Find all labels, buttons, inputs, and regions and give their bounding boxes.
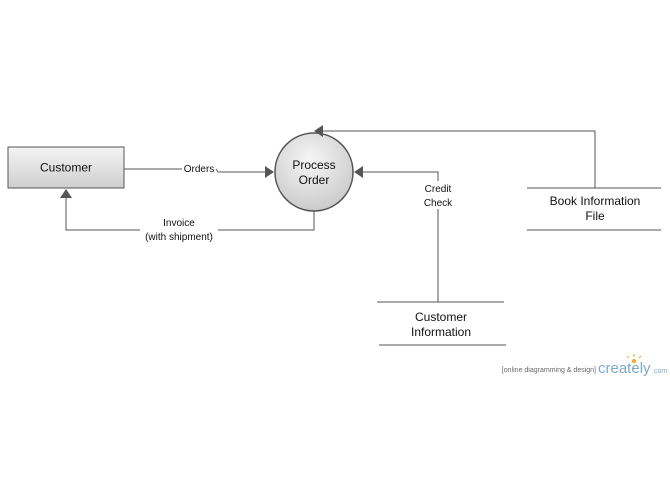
book-store-label-line1: Book Information [550, 194, 641, 208]
customer-store-label-line2: Information [411, 325, 471, 339]
invoice-arrowhead [60, 189, 72, 198]
credit-check-flow[interactable]: Credit Check [354, 166, 458, 302]
credit-check-label-line1: Credit [425, 184, 452, 195]
credit-check-label-line2: Check [424, 198, 453, 209]
watermark-tld: .com [652, 368, 667, 375]
orders-flow[interactable]: Orders [124, 164, 274, 178]
orders-arrowhead [265, 166, 274, 178]
book-info-flow[interactable] [314, 125, 596, 188]
creately-watermark[interactable]: [online diagramming & design] creately .… [502, 354, 668, 377]
invoice-flow-label-line2: (with shipment) [145, 232, 213, 243]
invoice-flow[interactable]: Invoice (with shipment) [60, 189, 315, 244]
invoice-flow-label-line1: Invoice [163, 218, 195, 229]
customer-entity-label: Customer [40, 161, 92, 175]
book-store-label-line2: File [585, 209, 605, 223]
customer-entity[interactable]: Customer [7, 146, 125, 189]
book-information-store[interactable]: Book Information File [527, 187, 661, 231]
process-order-node[interactable]: Process Order [274, 132, 354, 212]
orders-flow-label: Orders [184, 164, 215, 175]
watermark-brand: creately [598, 360, 651, 377]
watermark-tagline: [online diagramming & design] [502, 367, 596, 374]
customer-store-label-line1: Customer [415, 310, 467, 324]
process-order-label-line2: Order [299, 173, 330, 187]
lightbulb-icon [626, 354, 642, 363]
customer-information-store[interactable]: Customer Information [377, 301, 506, 346]
process-order-label-line1: Process [292, 158, 335, 172]
book-info-arrowhead [314, 125, 323, 137]
credit-check-arrowhead [354, 166, 363, 178]
